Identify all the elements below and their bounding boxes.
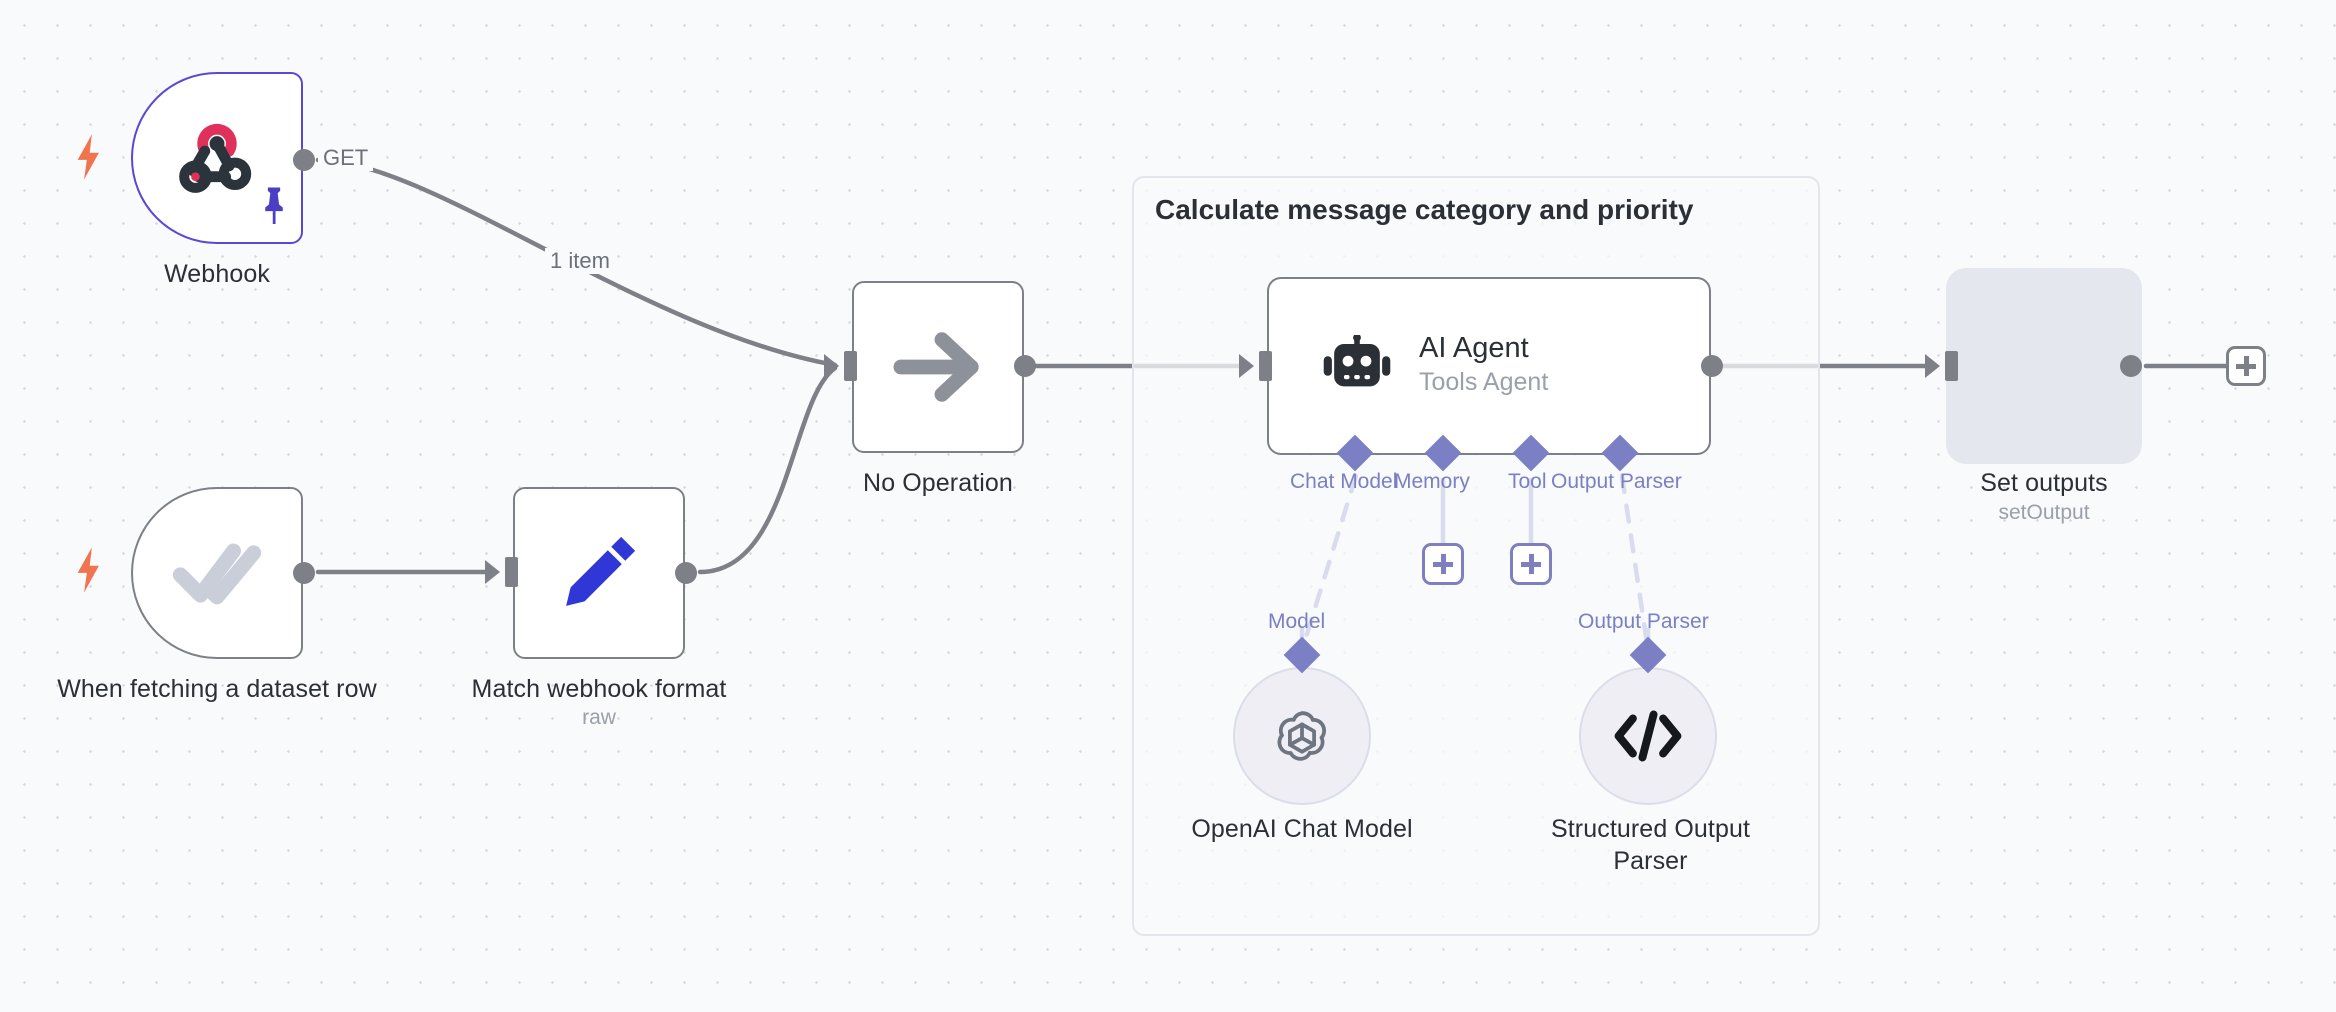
plus-icon bbox=[1433, 554, 1453, 574]
structured-output-parser-circle[interactable] bbox=[1579, 667, 1717, 805]
openai-chat-model-circle[interactable] bbox=[1233, 667, 1371, 805]
ai-connector-label-memory: Memory bbox=[1394, 470, 1470, 493]
match-input-arrow bbox=[485, 560, 500, 584]
code-brackets-icon bbox=[1614, 710, 1682, 762]
match-input-endpoint[interactable] bbox=[505, 557, 518, 587]
plus-icon bbox=[2236, 356, 2256, 376]
ai-connector-label-output-parser: Output Parser bbox=[1551, 470, 1682, 493]
group-title: Calculate message category and priority bbox=[1155, 194, 1694, 225]
set-outputs-selection-halo bbox=[1946, 268, 2142, 464]
edge-label-get: GET bbox=[318, 145, 374, 171]
webhook-icon bbox=[179, 123, 252, 193]
robot-icon bbox=[1323, 335, 1391, 387]
ai-agent-output-endpoint[interactable] bbox=[1701, 355, 1723, 377]
match-node-subtitle: raw bbox=[582, 706, 616, 729]
openai-icon bbox=[1277, 711, 1326, 761]
ai-agent-subtitle: Tools Agent bbox=[1419, 367, 1549, 396]
ai-agent-input-arrow bbox=[1239, 354, 1254, 378]
pencil-icon bbox=[566, 536, 636, 606]
edge-label-1-item: 1 item bbox=[545, 248, 615, 274]
set-outputs-input-endpoint[interactable] bbox=[1945, 351, 1958, 381]
no-operation-node-label: No Operation bbox=[863, 469, 1013, 497]
ai-connector-label-tool: Tool bbox=[1508, 470, 1547, 493]
structured-output-parser-label: Structured Output Parser bbox=[1550, 815, 1751, 875]
set-outputs-node-subtitle: setOutput bbox=[1998, 501, 2090, 524]
no-operation-input-endpoint[interactable] bbox=[844, 351, 857, 381]
add-tool-button[interactable] bbox=[1510, 543, 1552, 585]
add-node-button[interactable] bbox=[2226, 346, 2266, 386]
openai-chat-model-label: OpenAI Chat Model bbox=[1191, 815, 1413, 843]
set-outputs-input-arrow bbox=[1925, 354, 1940, 378]
ai-agent-input-endpoint[interactable] bbox=[1259, 351, 1272, 381]
lightning-bolt-icon bbox=[77, 547, 99, 593]
no-operation-input-arrow bbox=[824, 354, 839, 378]
parser-connector-label: Output Parser bbox=[1578, 610, 1709, 633]
lightning-bolt-icon bbox=[77, 134, 99, 180]
dataset-trigger-node-box[interactable] bbox=[131, 487, 303, 659]
openai-connector-label: Model bbox=[1268, 610, 1326, 633]
ai-agent-node-box[interactable]: AI Agent Tools Agent bbox=[1267, 277, 1711, 455]
webhook-node-label: Webhook bbox=[164, 260, 270, 288]
dataset-trigger-output-endpoint[interactable] bbox=[293, 562, 315, 584]
webhook-output-endpoint[interactable] bbox=[293, 149, 315, 171]
set-outputs-node-label: Set outputs bbox=[1980, 469, 2108, 497]
double-check-icon bbox=[173, 543, 261, 605]
set-outputs-output-endpoint[interactable] bbox=[2120, 355, 2142, 377]
no-operation-node-box[interactable] bbox=[852, 281, 1024, 453]
match-node-label: Match webhook format bbox=[471, 675, 727, 703]
ai-agent-name: AI Agent bbox=[1419, 332, 1529, 365]
arrow-right-icon bbox=[893, 332, 979, 402]
add-memory-button[interactable] bbox=[1422, 543, 1464, 585]
pin-icon bbox=[265, 187, 283, 224]
ai-connector-label-chat-model: Chat Model bbox=[1290, 470, 1398, 493]
plus-icon bbox=[1521, 554, 1541, 574]
webhook-node-box[interactable] bbox=[131, 72, 303, 244]
match-output-endpoint[interactable] bbox=[675, 562, 697, 584]
dataset-trigger-node-label: When fetching a dataset row bbox=[57, 675, 377, 703]
match-webhook-format-node-box[interactable] bbox=[513, 487, 685, 659]
no-operation-output-endpoint[interactable] bbox=[1014, 355, 1036, 377]
